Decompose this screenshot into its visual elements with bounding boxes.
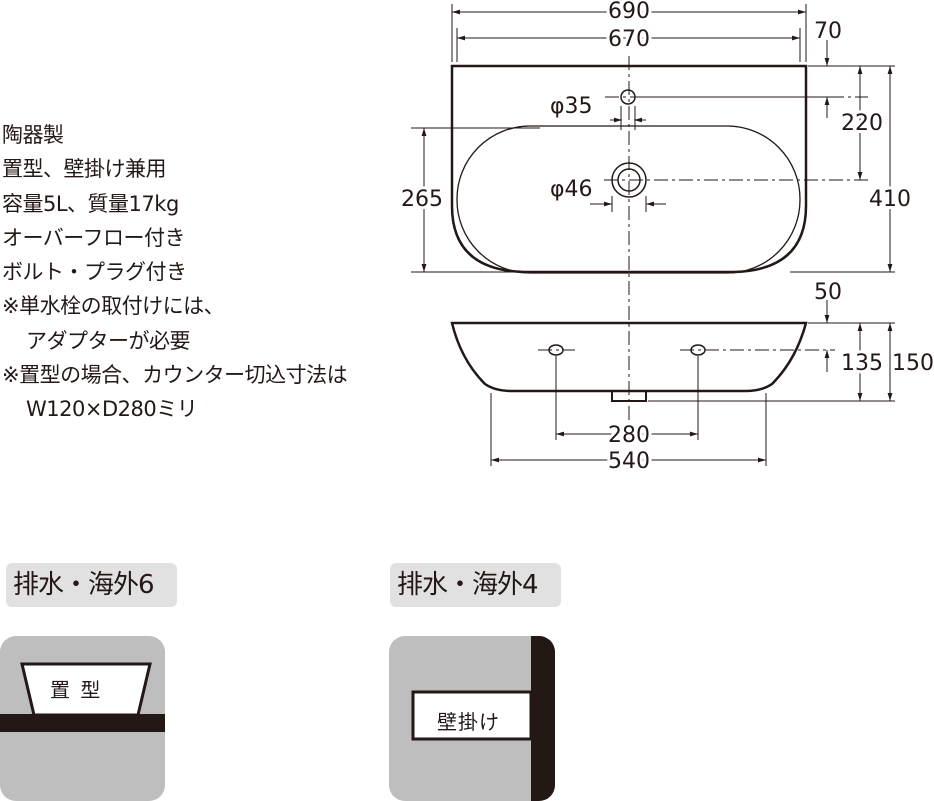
dim-phi35: φ35 (550, 94, 593, 119)
side-view (450, 321, 835, 402)
side-view-dimensions (490, 300, 895, 466)
spec-capacity-weight: 容量5L、質量17kg (2, 191, 179, 216)
drain-overseas-6-tag: 排水・海外6 (6, 563, 177, 607)
wall-bar (531, 636, 555, 801)
spec-note-adapter: ※単水栓の取付けには、 (2, 294, 225, 319)
dim-150: 150 (892, 351, 934, 376)
dim-410: 410 (869, 187, 911, 212)
dimension-labels: 690 670 70 φ35 220 265 φ46 410 50 135 15… (398, 0, 934, 477)
counter-install-label: 置 型 (50, 678, 103, 702)
top-view (450, 56, 868, 460)
dim-540: 540 (608, 449, 650, 474)
spec-list: 陶器製 置型、壁掛け兼用 容量5L、質量17kg オーバーフロー付き ボルト・プ… (2, 118, 348, 427)
basin-outline-side (450, 321, 808, 393)
spec-note-adapter-cont: アダプターが必要 (26, 328, 191, 353)
counter-install-panel: 置 型 (0, 636, 165, 801)
top-view-dimensions (411, 4, 895, 273)
dim-50: 50 (814, 280, 842, 305)
spec-bolt-plug: ボルト・プラグ付き (2, 260, 187, 285)
wall-install-panel: 壁掛け (389, 636, 555, 801)
spec-note-counter-cont: W120×D280ミリ (26, 397, 198, 422)
spec-material: 陶器製 (2, 123, 64, 147)
dim-265: 265 (401, 187, 443, 212)
dim-220: 220 (841, 111, 883, 136)
dim-670: 670 (608, 27, 650, 52)
spec-overflow: オーバーフロー付き (2, 225, 186, 250)
wall-sink-box (411, 690, 533, 741)
spec-note-counter: ※置型の場合、カウンター切込寸法は (2, 363, 348, 388)
spec-installation: 置型、壁掛け兼用 (2, 157, 167, 182)
wall-install-label: 壁掛け (437, 710, 500, 734)
dim-135: 135 (841, 351, 883, 376)
counter-top-bar (0, 714, 165, 732)
dim-690: 690 (608, 0, 650, 24)
basin-outline-top (450, 64, 808, 274)
drain-outlet-side (611, 391, 647, 402)
dim-280: 280 (608, 423, 650, 448)
drain-overseas-4-tag: 排水・海外4 (390, 563, 561, 607)
dim-phi46: φ46 (550, 177, 593, 202)
dim-70: 70 (814, 19, 842, 44)
